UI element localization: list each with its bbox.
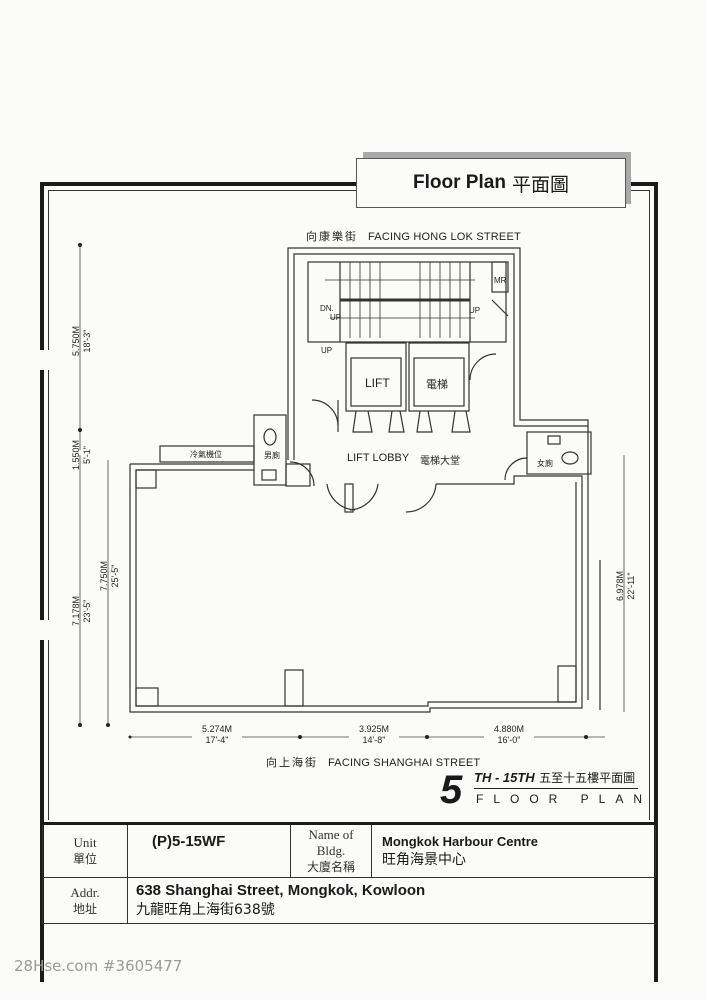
dimension-right-1: 6.978M 22'-11" [615,556,637,616]
bottom-street-label: 向上海街 FACING SHANGHAI STREET [266,754,480,770]
unit-value: (P)5-15WF [152,833,226,850]
dimension-bottom-1: 5.274M 17'-4" [192,724,242,746]
stair-up-label: UP [469,306,481,315]
ac-platform-label: 冷氣機位 [190,450,222,459]
stair-dn-label: DN. [320,304,334,313]
bldg-label-zh: 大廈名稱 [306,860,355,874]
dimension-left-1: 5.750M 18'-3" [71,311,93,371]
top-street-zh: 向康樂街 [306,230,358,243]
dimension-imperial: 22'-11" [626,572,636,600]
dimension-left-2: 1.550M 5'-1" [71,425,93,485]
unit-label-en: Unit [73,835,97,850]
dimension-imperial: 14'-8" [362,735,386,745]
dimension-metric: 1.550M [71,439,81,471]
bldg-value-zh: 旺角海景中心 [382,851,466,868]
bldg-label-en: Name of Bldg. [308,827,354,858]
addr-value-cell: 638 Shanghai Street, Mongkok, Kowloon 九龍… [127,877,656,924]
dimension-imperial: 18'-3" [82,329,92,353]
title-en: Floor Plan [413,172,506,193]
addr-label: Addr. 地址 [42,877,128,924]
title-zh: 平面圖 [511,173,569,196]
addr-value-en: 638 Shanghai Street, Mongkok, Kowloon [136,882,426,899]
top-street-en: FACING HONG LOK STREET [368,231,521,243]
property-info-table: Unit 單位 (P)5-15WF Name of Bldg. 大廈名稱 Mon… [42,822,656,924]
dimension-metric: 3.925M [358,724,390,734]
floor-plan-caption: FLOOR PLAN [476,792,653,806]
dimension-imperial: 25'-5" [110,564,120,588]
dimension-bottom-2: 3.925M 14'-8" [349,724,399,746]
dimension-imperial: 5'-1" [82,446,92,464]
bottom-street-zh: 向上海街 [266,756,318,769]
sheet-inner-frame [48,190,650,820]
addr-value-zh: 九龍旺角上海街638號 [136,902,275,918]
bldg-value-cell: Mongkok Harbour Centre 旺角海景中心 [371,823,656,878]
watermark: 28Hse.com #3605477 [14,957,183,975]
unit-label-zh: 單位 [72,852,97,866]
bottom-street-en: FACING SHANGHAI STREET [328,757,481,769]
dimension-metric: 5.274M [201,724,233,734]
floor-range: TH - 15TH [474,770,535,785]
male-wc-label: 男廁 [264,451,280,460]
addr-label-en: Addr. [70,884,100,900]
female-wc-label: 女廁 [537,459,553,468]
info-row-address: Addr. 地址 638 Shanghai Street, Mongkok, K… [42,877,656,924]
lift-lobby-en: LIFT LOBBY [347,452,410,464]
top-street-label: 向康樂街 FACING HONG LOK STREET [306,228,521,244]
lift-label-1: LIFT [365,376,390,390]
floor-number: 5 [440,768,463,812]
bldg-value-en: Mongkok Harbour Centre [382,833,539,849]
dimension-imperial: 23'-5" [82,599,92,623]
dimension-metric: 6.978M [615,570,625,602]
dimension-imperial: 16'-0" [497,735,521,745]
lift-lobby-zh: 電梯大堂 [420,456,460,467]
floor-range-zh: 五至十五樓平面圖 [539,771,636,785]
info-row-unit: Unit 單位 (P)5-15WF Name of Bldg. 大廈名稱 Mon… [42,823,656,878]
dimension-left-3: 7.178M 23'-5" [71,581,93,641]
dimension-left-4: 7.750M 25'-5" [99,546,121,606]
title-box: Floor Plan 平面圖 [356,158,626,208]
lift-label-2: 電梯 [426,378,448,391]
stair-up-label: UP [330,313,342,322]
unit-value-cell: (P)5-15WF [127,823,291,878]
dimension-bottom-3: 4.880M 16'-0" [484,724,534,746]
meter-room-label: MR [494,276,507,285]
dimension-metric: 5.750M [71,325,81,357]
unit-label: Unit 單位 [42,823,128,878]
dimension-metric: 7.750M [99,560,109,592]
stair-up-label: UP [321,346,333,355]
sheet-frame [40,182,658,982]
binding-hole [34,620,50,640]
dimension-metric: 4.880M [493,724,525,734]
dimension-metric: 7.178M [71,595,81,627]
dimension-imperial: 17'-4" [205,735,229,745]
binding-hole [34,350,50,370]
addr-label-zh: 地址 [72,901,97,916]
bldg-label: Name of Bldg. 大廈名稱 [290,823,372,878]
floor-range-row: TH - 15TH 五至十五樓平面圖 [474,769,638,789]
